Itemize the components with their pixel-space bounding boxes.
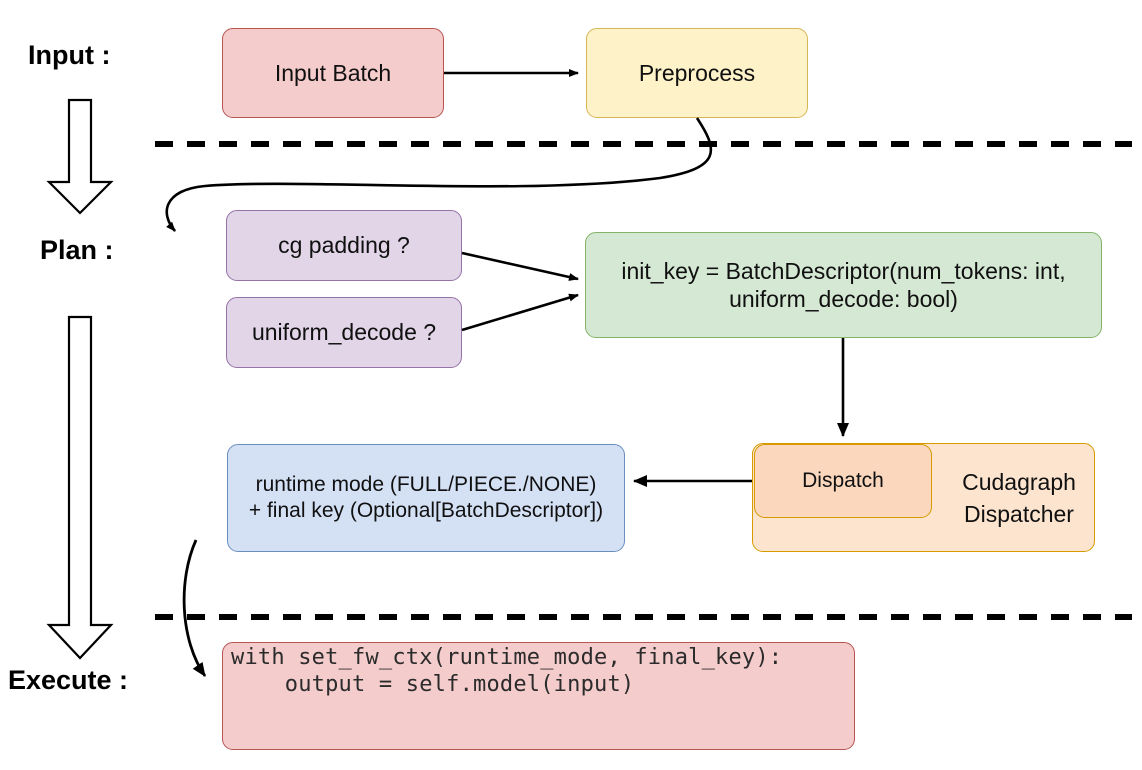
node-runtime-mode[interactable]: runtime mode (FULL/PIECE./NONE) + final … bbox=[227, 444, 625, 552]
stage-label-execute: Execute : bbox=[8, 665, 129, 695]
arrow-cg-padding-to-init-key bbox=[461, 251, 579, 281]
stage-label-input: Input : bbox=[28, 40, 111, 70]
stage-arrow-plan-to-execute bbox=[46, 315, 114, 660]
node-runtime-mode-line-1: runtime mode (FULL/PIECE./NONE) bbox=[255, 473, 597, 497]
node-init-key-line-1: init_key = BatchDescriptor(num_tokens: i… bbox=[621, 257, 1066, 284]
node-uniform-decode[interactable]: uniform_decode ? bbox=[226, 297, 462, 368]
node-preprocess[interactable]: Preprocess bbox=[586, 28, 808, 118]
node-cudagraph-dispatcher-line-2: Dispatcher bbox=[964, 501, 1074, 527]
stage-arrow-input-to-plan bbox=[46, 98, 114, 215]
node-cudagraph-dispatcher-line-1: Cudagraph bbox=[962, 469, 1076, 495]
node-init-key-line-2: uniform_decode: bool) bbox=[729, 286, 958, 312]
node-dispatch[interactable]: Dispatch bbox=[754, 444, 932, 518]
node-dispatch-label: Dispatch bbox=[802, 469, 884, 493]
node-execute-code[interactable]: with set_fw_ctx(runtime_mode, final_key)… bbox=[222, 642, 855, 750]
node-preprocess-label: Preprocess bbox=[638, 59, 756, 86]
arrow-uniform-decode-to-init-key bbox=[461, 293, 579, 332]
node-input-batch-label: Input Batch bbox=[274, 59, 392, 86]
node-init-key[interactable]: init_key = BatchDescriptor(num_tokens: i… bbox=[585, 232, 1102, 338]
node-execute-code-line-1: with set_fw_ctx(runtime_mode, final_key)… bbox=[231, 645, 783, 670]
arrow-runtime-mode-to-execute-code bbox=[182, 539, 207, 677]
node-cg-padding-label: cg padding ? bbox=[278, 232, 410, 259]
node-uniform-decode-label: uniform_decode ? bbox=[251, 319, 437, 346]
node-input-batch[interactable]: Input Batch bbox=[222, 28, 444, 118]
stage-label-plan: Plan : bbox=[40, 235, 114, 265]
node-runtime-mode-line-2: + final key (Optional[BatchDescriptor]) bbox=[248, 499, 604, 522]
node-cg-padding[interactable]: cg padding ? bbox=[226, 210, 462, 281]
node-execute-code-line-2: output = self.model(input) bbox=[231, 671, 635, 697]
